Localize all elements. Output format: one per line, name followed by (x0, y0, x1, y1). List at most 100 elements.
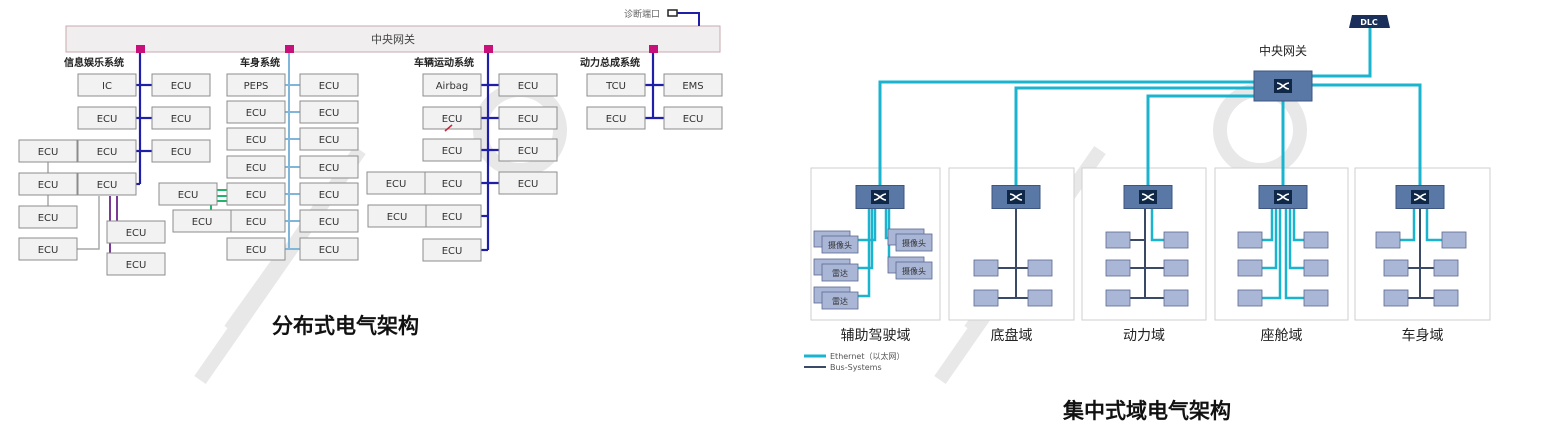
ecu-box-frame (366, 171, 426, 195)
camera-node: 摄像头 (887, 228, 933, 252)
ecu-box-infotainment: ECU (151, 139, 211, 163)
node-box (1163, 231, 1189, 249)
ecu-box-infotainment: ECU (77, 106, 137, 130)
ecu-box-label: ECU (518, 179, 539, 190)
ecu-box-infotainment-sub: ECU (106, 220, 166, 244)
ecu-box-infotainment-sub: ECU (18, 139, 78, 163)
ecu-box-label: ECU (442, 179, 463, 190)
ecu-node (1303, 259, 1329, 277)
left-bus-lines (47, 52, 664, 265)
central-gateway-switch (1253, 70, 1313, 102)
ethernet-line (1146, 94, 1255, 197)
ecu-box-frame (18, 139, 78, 163)
pointer-arrow-icon (444, 124, 453, 132)
ecu-node (1441, 231, 1467, 249)
domain-switch (991, 185, 1041, 209)
node-box (1441, 231, 1467, 249)
node-box (1383, 289, 1409, 307)
ecu-box-motion: Airbag (422, 73, 482, 97)
ethernet-line (1288, 209, 1310, 270)
domain-label: 底盘域 (991, 327, 1033, 344)
ecu-node (1237, 259, 1263, 277)
ecu-box-frame (422, 138, 482, 162)
node-box (1163, 259, 1189, 277)
ecu-box-label: ECU (178, 190, 199, 201)
ecu-box-label: ECU (319, 135, 340, 146)
ecu-node (1105, 231, 1131, 249)
camera-node: 摄像头 (887, 256, 933, 280)
ecu-box-label: ECU (319, 190, 340, 201)
ecu-box-frame (498, 138, 558, 162)
ecu-box-frame (226, 237, 286, 261)
crossover-switch-icon (1009, 193, 1023, 201)
legend-bus-label: Bus-Systems (830, 363, 882, 372)
ecu-box-body: ECU (226, 100, 286, 124)
ecu-box-label: EMS (682, 81, 703, 92)
ecu-node (1303, 289, 1329, 307)
ecu-box-label: PEPS (244, 81, 269, 92)
gateway-connectors (136, 45, 658, 53)
ecu-box-frame (151, 106, 211, 130)
gateway-connector (136, 45, 145, 53)
ecu-box-powertrain: EMS (663, 73, 723, 97)
ecu-box-body: ECU (299, 209, 359, 233)
ecu-box-label: ECU (38, 213, 59, 224)
ecu-box-body-sub: ECU (172, 209, 232, 233)
ecu-box-label: ECU (192, 217, 213, 228)
diagnostic-port-icon (667, 9, 678, 17)
ecu-node (1383, 289, 1409, 307)
ecu-box-motion: ECU (498, 106, 558, 130)
ecu-box-label: ECU (387, 212, 408, 223)
ecu-node (1163, 259, 1189, 277)
ecu-box-label: ECU (442, 212, 463, 223)
ecu-box-motion: ECU (422, 171, 482, 195)
ecu-node (1163, 289, 1189, 307)
node-box (895, 233, 933, 252)
ecu-box-frame (158, 182, 218, 206)
domain-architecture-title: 集中式域电气架构 (1062, 399, 1231, 423)
ecu-box-frame (299, 127, 359, 151)
ecu-box-motion: ECU (422, 106, 482, 130)
ecu-box-infotainment-sub: ECU (18, 237, 78, 261)
ecu-box-frame (226, 182, 286, 206)
ecu-box-label: ECU (518, 146, 539, 157)
ecu-box-frame (663, 73, 723, 97)
ecu-box-infotainment-sub: ECU (18, 172, 78, 196)
ecu-box-frame (77, 73, 137, 97)
ecu-node (1383, 259, 1409, 277)
domain-architecture-diagram: DLC 中央网关 辅助驾驶域底盘域动力域座舱域车身域 摄像头雷达雷达摄像头摄像头… (804, 15, 1491, 423)
node-box (821, 235, 859, 254)
radar-node: 雷达 (813, 286, 859, 310)
domain-label: 座舱域 (1261, 328, 1303, 344)
ecu-box-label: ECU (246, 135, 267, 146)
crossover-switch-icon (873, 193, 887, 201)
domain-switch (1123, 185, 1173, 209)
node-box (1105, 289, 1131, 307)
node-label: 雷达 (832, 268, 848, 278)
ecu-box-infotainment: ECU (151, 73, 211, 97)
ecu-box-infotainment-sub: ECU (106, 252, 166, 276)
ecu-box-label: ECU (126, 228, 147, 239)
ecu-box-body: ECU (299, 182, 359, 206)
ecu-box-infotainment: ECU (77, 139, 137, 163)
node-box (1163, 289, 1189, 307)
domain-label: 动力域 (1123, 328, 1165, 344)
ecu-box-frame (299, 182, 359, 206)
node-box (1303, 231, 1329, 249)
ecu-box-frame (422, 238, 482, 262)
ecu-box-label: ECU (319, 217, 340, 228)
central-gateway-label: 中央网关 (371, 32, 415, 46)
ecu-box-infotainment-sub: ECU (18, 205, 78, 229)
system-label-body: 车身系统 (240, 56, 280, 69)
system-label-infotainment: 信息娱乐系统 (64, 56, 124, 69)
ecu-box-frame (226, 73, 286, 97)
ecu-box-label: ECU (606, 114, 627, 125)
domain-switch (1258, 185, 1308, 209)
ecu-box-label: ECU (246, 190, 267, 201)
ecu-box-body: ECU (226, 237, 286, 261)
legend-ethernet-label: Ethernet（以太网） (830, 351, 904, 361)
node-box (1303, 259, 1329, 277)
ethernet-line (1311, 83, 1422, 197)
ecu-box-label: ECU (171, 81, 192, 92)
ecu-box-body-sub: ECU (158, 182, 218, 206)
